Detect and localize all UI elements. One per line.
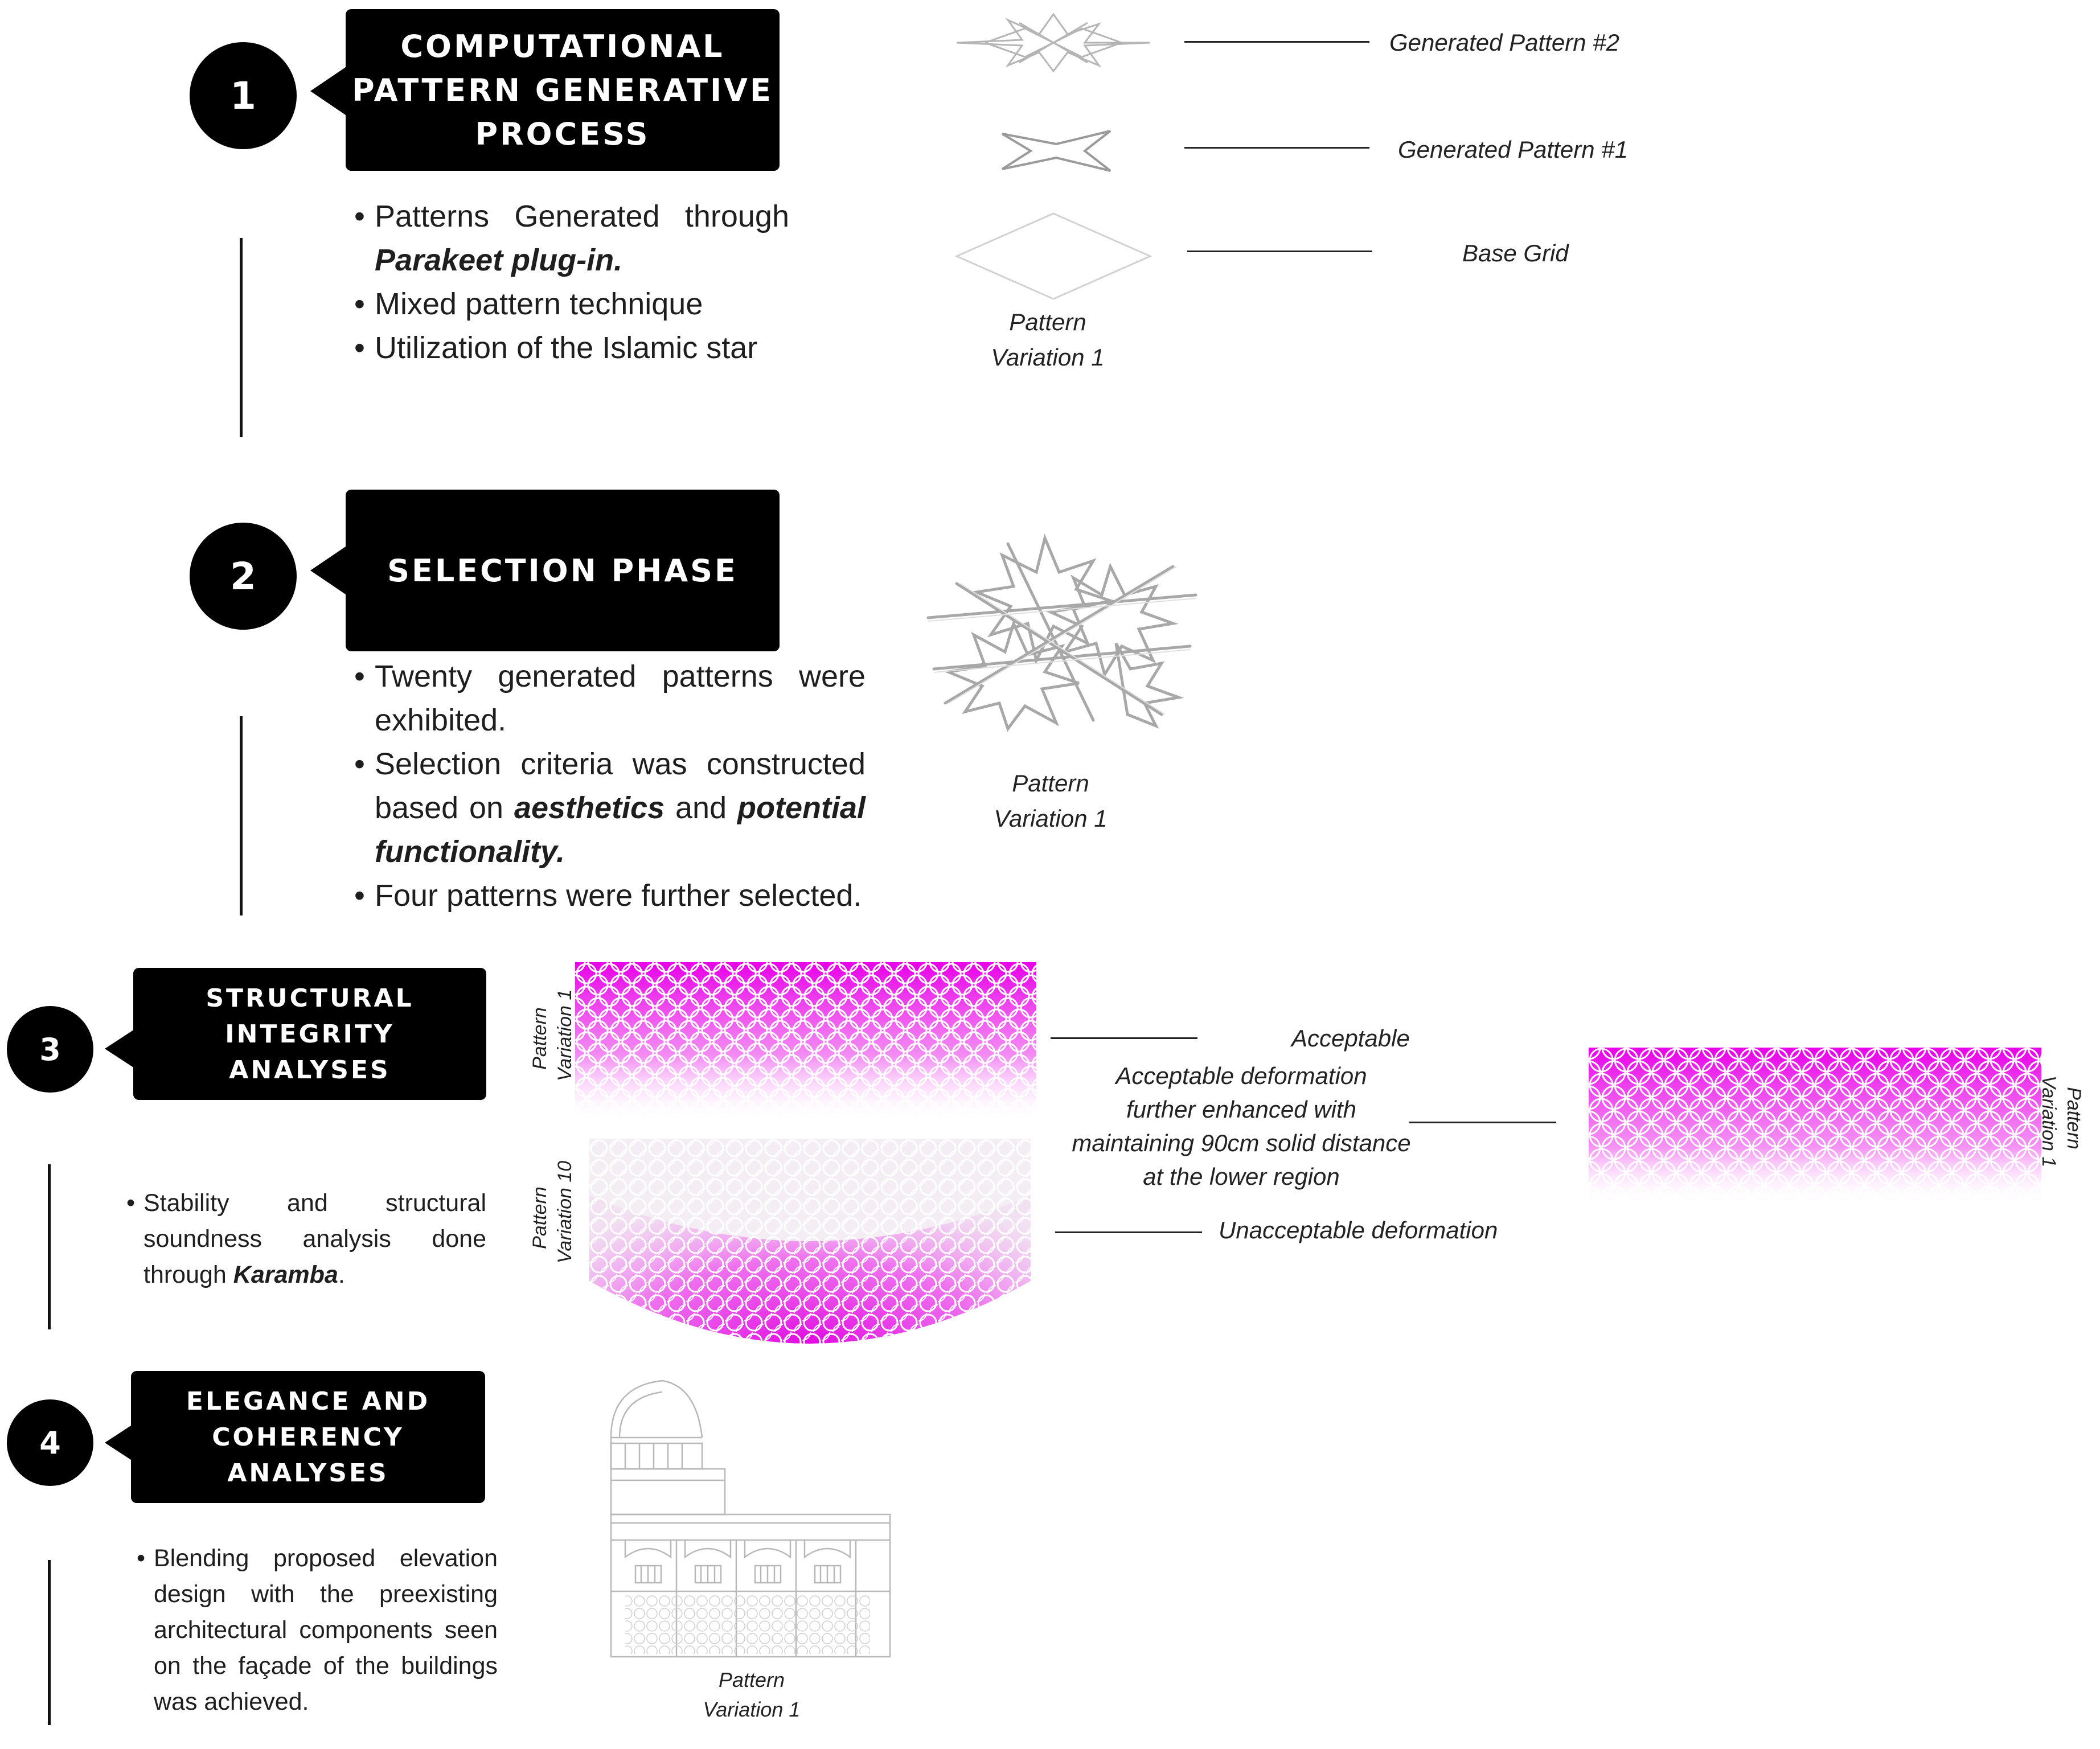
step-1-pointer [310, 67, 346, 115]
step-1-title-line: PROCESS [475, 116, 650, 152]
selected-pattern-lattice-illustration [926, 533, 1197, 732]
connector-line-acceptable [1051, 1037, 1197, 1039]
label-line: Variation 1 [994, 805, 1108, 832]
label-line: Variation 1 [703, 1698, 801, 1721]
step-2-pointer [310, 547, 346, 594]
pattern-variation-1-panel-acceptable [575, 962, 1036, 1119]
label-line: Acceptable deformation [1115, 1062, 1367, 1089]
label-pattern-variation-10-vertical: Pattern Variation 10 [527, 1160, 577, 1263]
step-2-title: SELECTION PHASE [346, 490, 780, 651]
label-generated-pattern-1: Generated Pattern #1 [1398, 136, 1628, 163]
label-line: further enhanced with [1126, 1096, 1356, 1123]
generated-pattern-1-star-illustration [1001, 130, 1111, 172]
step-1-bullet-list: Patterns Generated through Parakeet plug… [350, 195, 789, 370]
label-line: Variation 1 [991, 344, 1105, 371]
label-pattern-variation-1-step-2: Pattern Variation 1 [971, 766, 1130, 836]
step-2-title-line: SELECTION PHASE [387, 552, 738, 589]
step-1-title-line: PATTERN GENERATIVE [352, 72, 773, 108]
step-1-title: COMPUTATIONAL PATTERN GENERATIVE PROCESS [346, 9, 780, 171]
label-base-grid: Base Grid [1462, 240, 1569, 266]
step-4-connector-line [48, 1560, 51, 1725]
label-pattern-variation-1-step-1: Pattern Variation 1 [968, 305, 1127, 375]
step-4-title: ELEGANCE AND COHERENCY ANALYSES [131, 1371, 485, 1503]
step-1-bullet: Patterns Generated through Parakeet plug… [350, 195, 789, 282]
label-line: maintaining 90cm solid distance [1072, 1130, 1411, 1156]
connector-line-unacceptable [1055, 1231, 1202, 1233]
label-line: Pattern [1012, 770, 1089, 797]
step-1-connector-line [240, 238, 243, 437]
step-3-title: STRUCTURAL INTEGRITY ANALYSES [133, 968, 486, 1100]
step-2-connector-line [240, 716, 243, 915]
step-1-bullet: Utilization of the Islamic star [350, 326, 789, 370]
connector-line-enhanced [1409, 1122, 1556, 1123]
step-4-pointer [105, 1423, 134, 1462]
label-pattern-variation-1-step-4: Pattern Variation 1 [672, 1665, 831, 1725]
step-3-number: 3 [7, 1006, 93, 1093]
facade-elevation-drawing [610, 1380, 891, 1658]
base-grid-rhombus-illustration [954, 212, 1152, 300]
step-4-title-line: COHERENCY [212, 1422, 404, 1452]
step-3-title-line: INTEGRITY [225, 1019, 395, 1049]
label-line: Variation 10 [554, 1160, 576, 1263]
label-acceptable: Acceptable [1291, 1025, 1410, 1052]
pattern-variation-10-panel-deformed [589, 1139, 1031, 1344]
connector-line-generated-pattern-1 [1184, 147, 1369, 149]
step-2-bullet-list: Twenty generated patterns were exhibited… [350, 655, 866, 918]
step-4-title-line: ANALYSES [227, 1458, 389, 1488]
connector-line-generated-pattern-2 [1184, 41, 1369, 43]
step-2-number: 2 [190, 523, 297, 630]
label-line: Pattern [1009, 309, 1086, 335]
step-3-pointer [105, 1029, 134, 1068]
label-line: Pattern [529, 1186, 551, 1249]
step-1-bullet: Mixed pattern technique [350, 282, 789, 326]
step-3-bullet: Stability and structural soundness analy… [124, 1185, 486, 1293]
connector-line-base-grid [1187, 251, 1372, 252]
step-3-title-line: STRUCTURAL [206, 983, 414, 1013]
step-2-bullet: Selection criteria was constructed based… [350, 742, 866, 874]
label-unacceptable: Unacceptable deformation [1219, 1217, 1498, 1243]
step-3-title-line: ANALYSES [229, 1055, 391, 1085]
step-4-bullet: Blending proposed elevation design with … [134, 1541, 498, 1720]
label-line: Pattern [529, 1007, 551, 1070]
label-line: Pattern [2063, 1087, 2085, 1149]
step-4-bullet-list: Blending proposed elevation design with … [134, 1541, 498, 1720]
step-1-title-line: COMPUTATIONAL [400, 28, 725, 64]
label-acceptable-enhanced: Acceptable deformation further enhanced … [1042, 1059, 1441, 1193]
label-pattern-variation-1-vertical-left: Pattern Variation 1 [527, 989, 577, 1081]
step-4-number: 4 [7, 1399, 93, 1486]
step-2-bullet: Twenty generated patterns were exhibited… [350, 655, 866, 742]
label-line: at the lower region [1143, 1163, 1340, 1190]
step-1-number: 1 [190, 42, 297, 149]
generated-pattern-2-star-illustration [956, 13, 1151, 73]
step-2-bullet: Four patterns were further selected. [350, 874, 866, 918]
step-3-bullet-list: Stability and structural soundness analy… [124, 1185, 486, 1293]
step-3-connector-line [48, 1164, 51, 1329]
pattern-variation-1-panel-enhanced [1589, 1048, 2041, 1201]
label-pattern-variation-1-vertical-right: Pattern Variation 1 [2036, 1075, 2086, 1168]
label-generated-pattern-2: Generated Pattern #2 [1389, 29, 1619, 56]
label-line: Pattern [718, 1668, 785, 1691]
label-line: Variation 1 [2038, 1075, 2060, 1168]
label-line: Variation 1 [554, 989, 576, 1081]
step-4-title-line: ELEGANCE AND [186, 1386, 430, 1416]
